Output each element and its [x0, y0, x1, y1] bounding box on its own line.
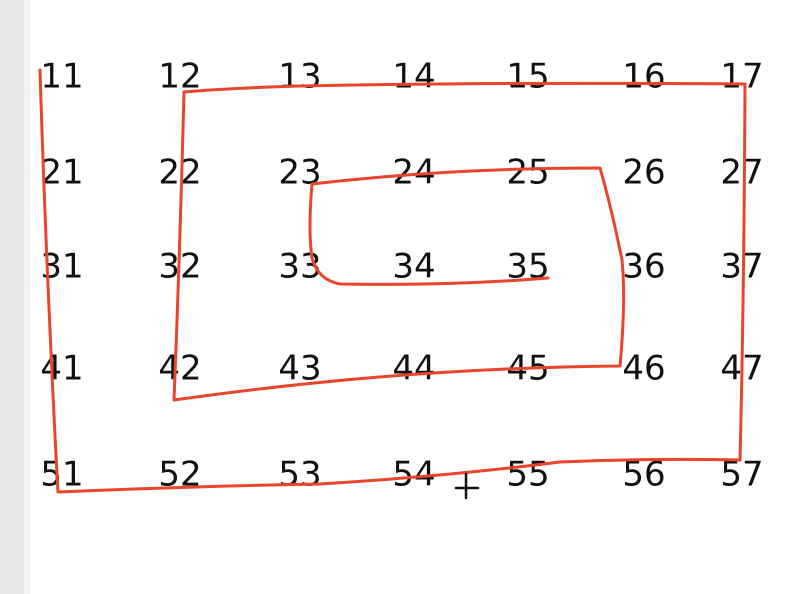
grid-cell-14: 14: [392, 57, 435, 97]
left-margin-strip: [0, 0, 24, 594]
grid-cell-26: 26: [622, 153, 665, 193]
left-margin-edge: [24, 0, 30, 594]
grid-cell-25: 25: [506, 153, 549, 193]
grid-cell-36: 36: [622, 247, 665, 287]
grid-cell-55: 55: [506, 455, 549, 495]
spiral-outer-loop: [38, 68, 747, 494]
spiral-lines: [38, 68, 747, 500]
spiral-inner-loop: [308, 182, 550, 286]
spiral-tick-mark: [454, 472, 480, 500]
grid-cell-42: 42: [158, 349, 201, 389]
grid-cell-46: 46: [622, 349, 665, 389]
grid-cell-15: 15: [506, 57, 549, 97]
grid-cell-13: 13: [278, 57, 321, 97]
spiral-middle-loop: [172, 90, 626, 402]
grid-cell-23: 23: [278, 153, 321, 193]
grid-cell-34: 34: [392, 247, 435, 287]
grid-cell-44: 44: [392, 349, 435, 389]
grid-cell-27: 27: [720, 153, 763, 193]
grid-cell-51: 51: [40, 455, 83, 495]
grid-cell-11: 11: [40, 57, 83, 97]
grid-cell-21: 21: [40, 153, 83, 193]
grid-cell-53: 53: [278, 455, 321, 495]
grid-cell-17: 17: [720, 57, 763, 97]
grid-cell-16: 16: [622, 57, 665, 97]
grid-cell-41: 41: [40, 349, 83, 389]
